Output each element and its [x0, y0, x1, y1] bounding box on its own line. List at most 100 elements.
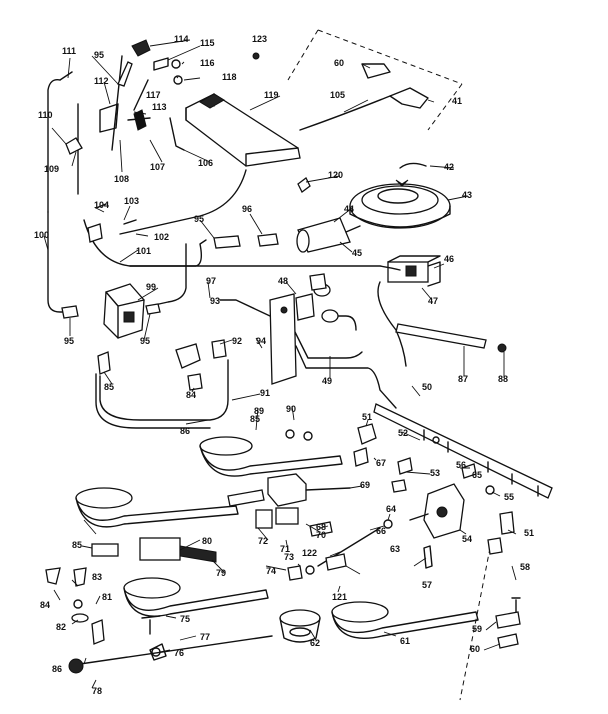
part-label: 50	[422, 382, 432, 392]
part-label: 60	[334, 58, 344, 68]
part-label: 95	[94, 50, 104, 60]
part-label: 108	[114, 174, 129, 184]
part-label: 113	[152, 102, 167, 112]
part-label: 109	[44, 164, 59, 174]
part-label: 77	[200, 632, 210, 642]
part-label: 86	[52, 664, 62, 674]
part-label: 91	[260, 388, 270, 398]
gas-tubing	[47, 71, 401, 429]
part-label: 95	[140, 336, 150, 346]
part-label: 86	[180, 426, 190, 436]
part-label: 123	[252, 34, 267, 44]
part-label: 45	[352, 248, 362, 258]
valve-46	[377, 255, 441, 367]
part-label: 88	[498, 374, 508, 384]
manifold-50	[373, 403, 553, 499]
part-label: 107	[150, 162, 165, 172]
part-label: 122	[302, 548, 317, 558]
part-label: 53	[430, 468, 440, 478]
part-label: 114	[174, 34, 189, 44]
burner-base-left	[75, 487, 239, 528]
part-label: 56	[456, 460, 466, 470]
part-label: 82	[56, 622, 66, 632]
part-label: 49	[322, 376, 332, 386]
part-label: 116	[200, 58, 215, 68]
part-label: 103	[124, 196, 139, 206]
burner-base-89	[199, 436, 343, 477]
part-label: 74	[266, 566, 276, 576]
part-label: 43	[462, 190, 472, 200]
part-label: 71	[280, 544, 290, 554]
part-label: 51	[524, 528, 534, 538]
part-label: 81	[102, 592, 112, 602]
valve-54	[409, 483, 465, 539]
part-label: 44	[344, 204, 354, 214]
part-label: 102	[154, 232, 169, 242]
part-label: 51	[362, 412, 372, 422]
burner-box-119	[185, 93, 301, 167]
burner-cap-62	[279, 609, 321, 643]
tube-105	[299, 63, 429, 131]
part-label: 101	[136, 246, 151, 256]
burner-base-lower	[123, 577, 269, 617]
burner-base-61	[331, 601, 479, 639]
part-label: 99	[146, 282, 156, 292]
part-label: 80	[202, 536, 212, 546]
part-label: 89	[254, 406, 264, 416]
part-label: 115	[200, 38, 215, 48]
regulator-99	[103, 283, 145, 339]
part-label: 61	[400, 636, 410, 646]
venturi-44	[296, 217, 361, 253]
part-label: 84	[40, 600, 50, 610]
part-label: 120	[328, 170, 343, 180]
part-label: 95	[194, 214, 204, 224]
part-label: 100	[34, 230, 49, 240]
igniter-69	[267, 473, 351, 507]
part-label: 67	[376, 458, 386, 468]
part-label: 47	[428, 296, 438, 306]
burner-43	[349, 179, 451, 229]
part-label: 110	[38, 110, 53, 120]
part-label: 104	[94, 200, 109, 210]
part-label: 117	[146, 90, 161, 100]
part-label: 93	[210, 296, 220, 306]
part-label: 85	[72, 540, 82, 550]
part-label: 96	[242, 204, 252, 214]
part-label: 118	[222, 72, 237, 82]
part-label: 66	[376, 526, 386, 536]
part-label: 111	[62, 46, 76, 56]
part-label: 106	[198, 158, 213, 168]
part-labels: 123 114 115 116 117 118 111 95 112 113 1…	[34, 34, 534, 696]
part-label: 62	[310, 638, 320, 648]
part-label: 92	[232, 336, 242, 346]
part-label: 105	[330, 90, 345, 100]
part-label: 52	[398, 428, 408, 438]
part-label: 48	[278, 276, 288, 286]
part-label: 54	[462, 534, 472, 544]
part-label: 119	[264, 90, 279, 100]
rod-87	[395, 323, 507, 353]
part-label: 59	[472, 624, 482, 634]
part-label: 78	[92, 686, 102, 696]
part-label: 73	[284, 552, 294, 562]
part-label: 85	[104, 382, 114, 392]
small-parts	[45, 39, 521, 661]
part-label: 75	[180, 614, 190, 624]
part-label: 60	[470, 644, 480, 654]
part-label: 41	[452, 96, 462, 106]
part-label: 68	[316, 522, 326, 532]
part-label: 90	[286, 404, 296, 414]
cabinet-outline	[287, 29, 491, 701]
part-label: 46	[444, 254, 454, 264]
part-label: 69	[360, 480, 370, 490]
part-label: 63	[390, 544, 400, 554]
part-label: 85	[250, 414, 260, 424]
part-label: 87	[458, 374, 468, 384]
part-label: 57	[422, 580, 432, 590]
part-label: 70	[316, 530, 326, 540]
part-label: 58	[520, 562, 530, 572]
part-label: 112	[94, 76, 109, 86]
leader-lines	[43, 39, 517, 689]
part-label: 64	[386, 504, 396, 514]
